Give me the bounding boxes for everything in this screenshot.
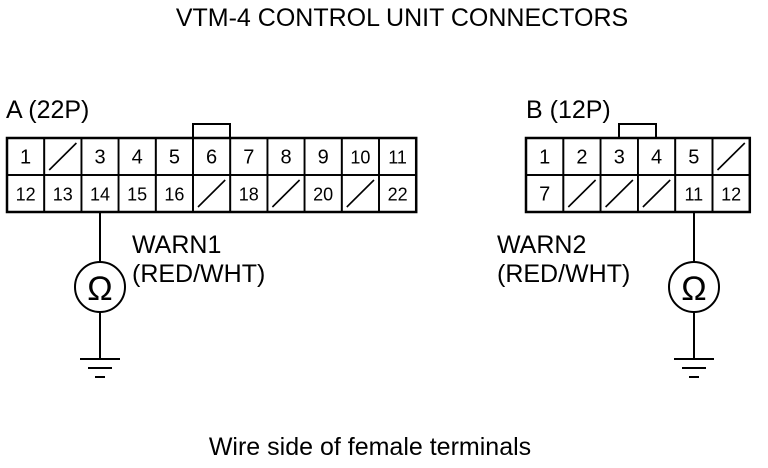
connector-b-pin-label: 7 xyxy=(539,184,550,206)
connector-a-empty-cavity-mark xyxy=(197,179,226,208)
connector-b-label: B (12P) xyxy=(526,96,611,124)
connector-b-empty-cavity-mark xyxy=(567,179,597,208)
wire-a-color: (RED/WHT) xyxy=(132,260,265,288)
diagram-title: VTM-4 CONTROL UNIT CONNECTORS xyxy=(176,4,628,32)
ground-a-icon xyxy=(80,358,120,378)
connector-a-pin-label: 13 xyxy=(53,185,73,205)
connector-a-pin-label: 15 xyxy=(127,185,147,205)
ohm-symbol-a: Ω xyxy=(87,270,112,308)
connector-a-pin-label: 1 xyxy=(20,147,31,169)
connector-a-cavity xyxy=(378,174,418,213)
connector-a-empty-cavity-mark xyxy=(48,142,77,171)
connector-a-empty-cavity-mark xyxy=(271,179,301,208)
connector-b-lock-tab xyxy=(618,123,657,138)
connector-a-label: A (22P) xyxy=(6,96,89,124)
connector-b-empty-cavity-mark xyxy=(605,179,634,208)
connector-a-pin-label: 22 xyxy=(388,185,408,205)
connector-b-pin-label: 11 xyxy=(685,185,704,205)
connector-b-empty-cavity-mark xyxy=(642,179,671,208)
connector-b-pin-label: 2 xyxy=(576,147,587,169)
connector-a-pin-label: 10 xyxy=(350,148,370,168)
ohm-symbol-b: Ω xyxy=(681,270,706,308)
connector-a-empty-cavity-mark xyxy=(346,179,375,208)
connector-a-pin-label: 6 xyxy=(206,147,217,169)
ground-b-icon xyxy=(674,358,714,378)
connector-a-pin-label: 3 xyxy=(94,147,105,169)
wire-b-color: (RED/WHT) xyxy=(497,260,630,288)
connector-a-pin-label: 16 xyxy=(164,185,184,205)
connector-a-pin-label: 11 xyxy=(388,148,407,168)
connector-b-pin-label: 1 xyxy=(539,147,550,169)
connector-a-pin-label: 5 xyxy=(169,147,180,169)
connector-a-pin-label: 8 xyxy=(280,147,291,169)
diagram-footer: Wire side of female terminals xyxy=(209,433,531,461)
wire-a-name: WARN1 xyxy=(132,231,221,259)
connector-a-pin-label: 7 xyxy=(243,147,254,169)
connector-a-pin-label: 18 xyxy=(239,185,259,205)
connector-a-pin-label: 20 xyxy=(313,185,333,205)
wire-b-name: WARN2 xyxy=(497,231,586,259)
connector-a-pin-label: 4 xyxy=(132,147,143,169)
connector-b-pin-label: 12 xyxy=(721,185,741,205)
connector-a-pin-label: 9 xyxy=(318,147,329,169)
connector-a-pin-label: 12 xyxy=(16,185,36,205)
connector-b-pin-label: 4 xyxy=(651,147,662,169)
connector-b-cavity xyxy=(711,174,751,213)
connector-b-pin-label: 3 xyxy=(614,147,625,169)
connector-a-lock-tab xyxy=(192,123,231,138)
connector-b-empty-cavity-mark xyxy=(716,142,746,171)
connector-a-pin-label: 14 xyxy=(90,185,110,205)
connector-b-pin-label: 5 xyxy=(688,147,699,169)
